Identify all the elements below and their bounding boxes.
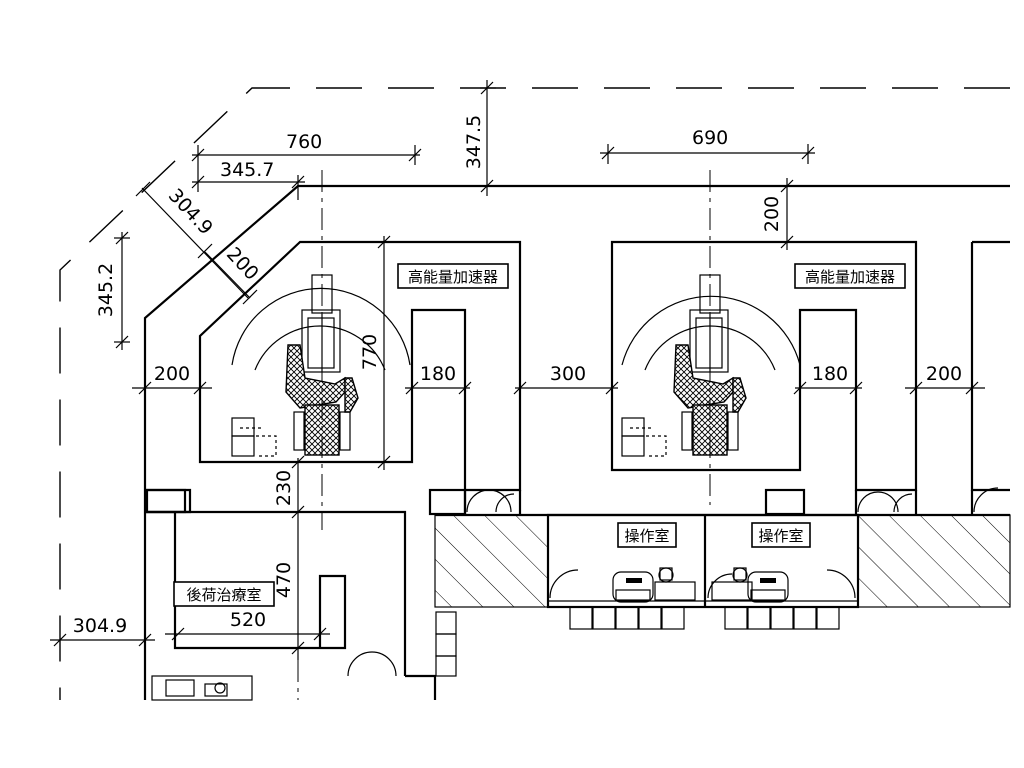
dim-180-right: 180 (812, 363, 848, 385)
console-left (612, 567, 696, 603)
label-control-right: 操作室 (751, 522, 811, 548)
dim-180-left: 180 (420, 363, 456, 385)
dim-345-2: 345.2 (95, 263, 117, 317)
hatched-zone-left (434, 514, 549, 608)
svg-text:高能量加速器: 高能量加速器 (805, 268, 895, 286)
label-accelerator-right: 高能量加速器 (794, 263, 906, 289)
dim-304-9-diagonal: 304.9 (164, 185, 217, 240)
label-control-left: 操作室 (617, 522, 677, 548)
dim-300: 300 (550, 363, 586, 385)
dim-200-left: 200 (154, 363, 190, 385)
dim-200-right: 200 (926, 363, 962, 385)
dim-347-5: 347.5 (463, 115, 485, 169)
console-right (711, 567, 789, 603)
dim-760: 760 (286, 131, 322, 153)
svg-text:後荷治療室: 後荷治療室 (186, 586, 261, 604)
dim-200-vertical-right: 200 (761, 196, 783, 232)
furniture-left (231, 417, 277, 457)
dimension-lines (50, 80, 985, 660)
dim-345-7: 345.7 (220, 159, 274, 181)
label-afterloading-room: 後荷治療室 (173, 581, 275, 607)
chairs-row-left (569, 606, 685, 630)
dim-200-diagonal: 200 (222, 243, 263, 285)
svg-text:高能量加速器: 高能量加速器 (408, 268, 498, 286)
accelerator-right-machine (621, 274, 801, 457)
dim-520: 520 (230, 609, 266, 631)
dim-690: 690 (692, 127, 728, 149)
stair-detail (435, 611, 457, 677)
hatched-zone-right (857, 514, 1011, 608)
accelerator-left-machine (231, 274, 411, 457)
dim-470: 470 (273, 562, 295, 598)
dim-770: 770 (359, 334, 381, 370)
chairs-row-right (724, 606, 840, 630)
bottom-left-equipment (151, 675, 253, 701)
dim-304-9-bottom: 304.9 (73, 615, 127, 637)
dim-230: 230 (273, 470, 295, 506)
door-arcs (347, 487, 999, 677)
furniture-right (621, 417, 667, 457)
control-rooms (546, 513, 860, 630)
svg-text:操作室: 操作室 (624, 527, 669, 545)
building-outline (143, 184, 1010, 700)
svg-text:操作室: 操作室 (758, 527, 803, 545)
center-lines (297, 170, 711, 700)
outer-site-boundary (59, 87, 1010, 700)
label-accelerator-left: 高能量加速器 (397, 263, 509, 289)
